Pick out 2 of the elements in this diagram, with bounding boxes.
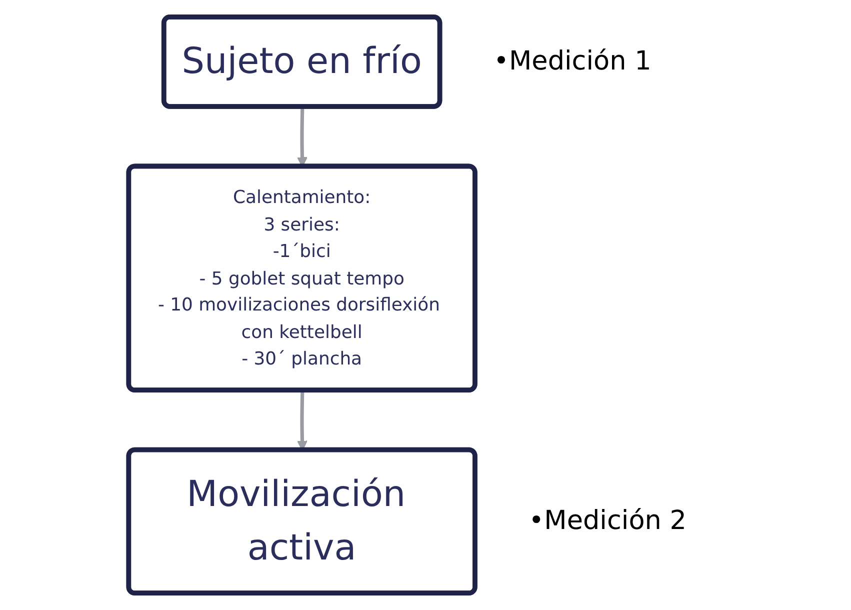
node-label: •Medición 2 bbox=[528, 506, 686, 536]
node-label: •Medición 1 bbox=[494, 46, 652, 77]
